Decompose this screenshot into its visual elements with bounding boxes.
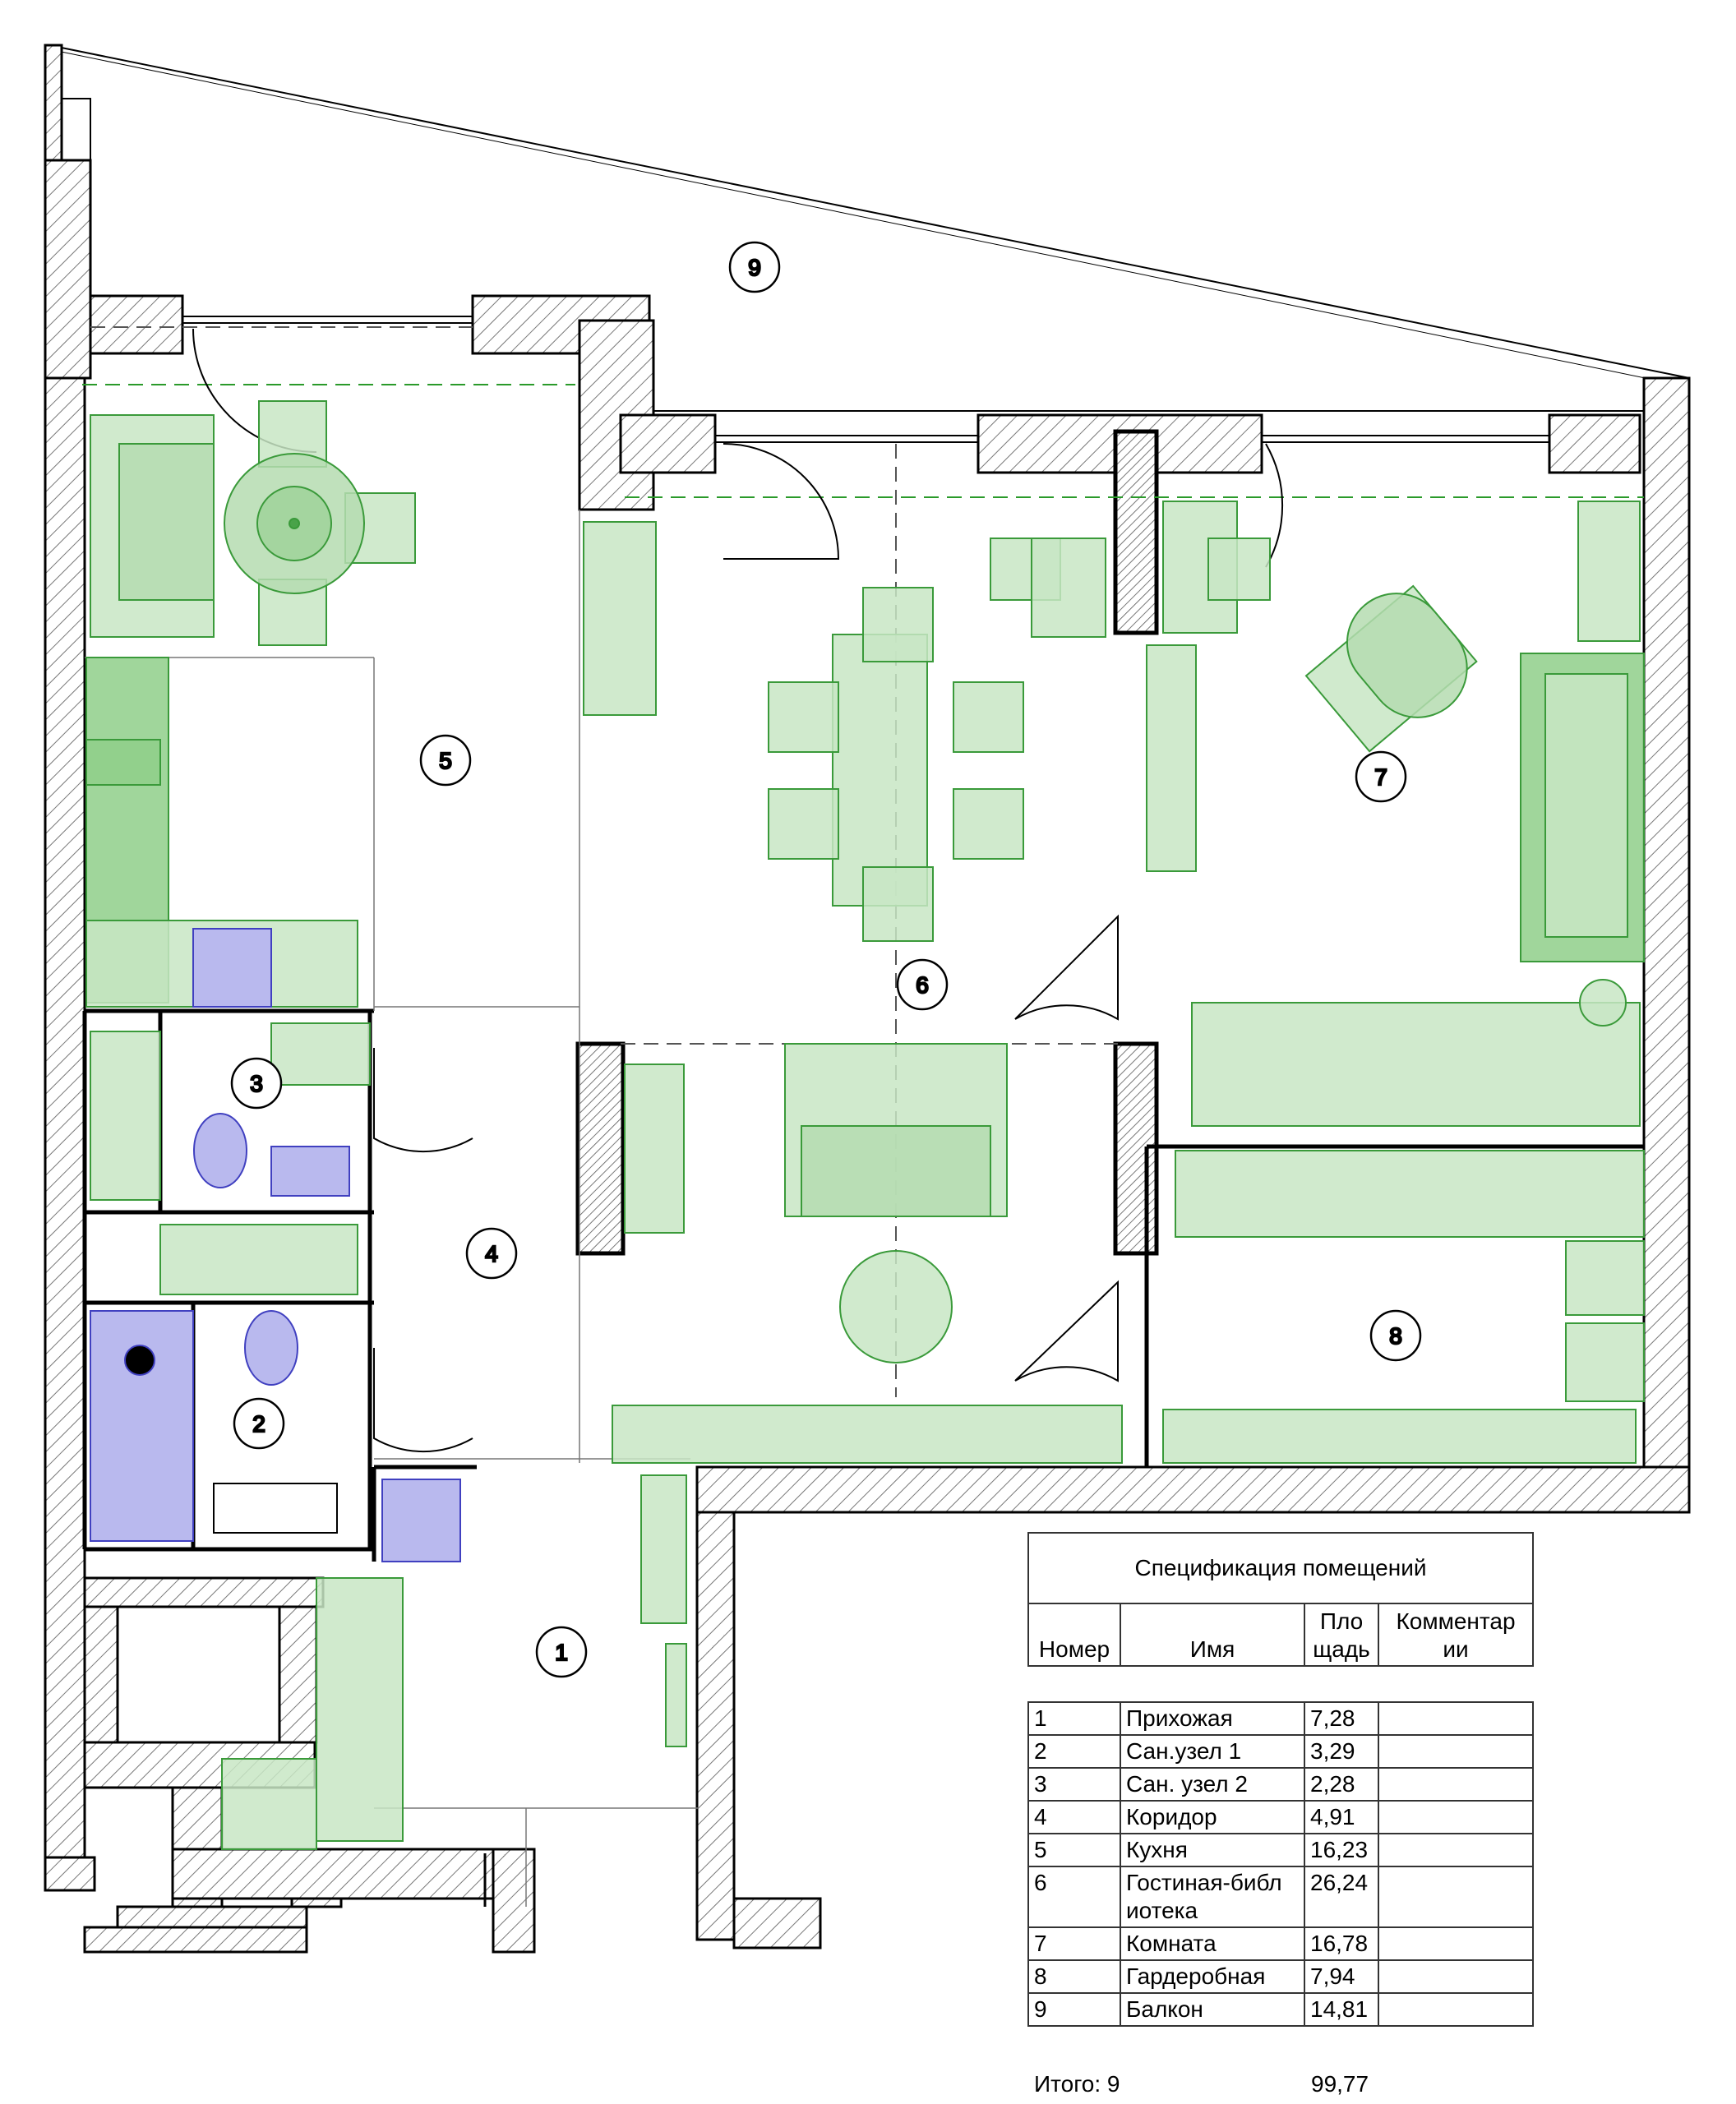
row-area: 7,28: [1304, 1701, 1379, 1736]
zone-lines: [82, 326, 1644, 1397]
row-name: Гардеробная: [1120, 1959, 1305, 1994]
row-name: Кухня: [1120, 1833, 1305, 1867]
room-marker-6: 6: [896, 958, 949, 1011]
total-label: Итого: 9: [1034, 2071, 1120, 2097]
row-area: 3,29: [1304, 1734, 1379, 1769]
room-marker-4: 4: [465, 1227, 518, 1280]
row-comment: [1378, 1926, 1534, 1961]
row-number: 1: [1027, 1701, 1121, 1736]
row-area: 2,28: [1304, 1767, 1379, 1802]
total-area: 99,77: [1311, 2071, 1369, 2097]
room-markers: 1 2 3 4 5 6 7 8 9: [230, 241, 1422, 1678]
row-comment: [1378, 1959, 1534, 1994]
room-number: 5: [439, 748, 452, 773]
row-number: 9: [1027, 1992, 1121, 2027]
row-area: 16,78: [1304, 1926, 1379, 1961]
row-area: 4,91: [1304, 1800, 1379, 1834]
row-number: 7: [1027, 1926, 1121, 1961]
row-name: Балкон: [1120, 1992, 1305, 2027]
room-marker-3: 3: [230, 1057, 283, 1110]
room-number: 6: [916, 972, 929, 998]
header-area: Пло щадь: [1304, 1603, 1379, 1667]
row-name: Сан.узел 1: [1120, 1734, 1305, 1769]
plumbing-fixtures: [90, 928, 461, 1562]
row-area: 16,23: [1304, 1833, 1379, 1867]
room-marker-9: 9: [728, 241, 781, 293]
header-number: Номер: [1027, 1603, 1121, 1667]
room-number: 2: [252, 1411, 265, 1437]
row-number: 8: [1027, 1959, 1121, 1994]
door-swings: [192, 328, 1284, 1453]
spec-table-header: Спецификация помещений Номер Имя Пло щад…: [1027, 1532, 1534, 1667]
row-name: Гостиная-библ иотека: [1120, 1866, 1305, 1928]
room-number: 7: [1374, 764, 1387, 790]
header-name: Имя: [1120, 1603, 1305, 1667]
row-name: Прихожая: [1120, 1701, 1305, 1736]
room-marker-8: 8: [1369, 1309, 1422, 1362]
header-comment: Комментар ии: [1378, 1603, 1534, 1667]
walls: [44, 44, 1691, 1954]
room-number: 3: [250, 1071, 263, 1096]
room-number: 1: [555, 1640, 568, 1665]
room-marker-7: 7: [1355, 750, 1407, 803]
row-comment: [1378, 1833, 1534, 1867]
row-name: Коридор: [1120, 1800, 1305, 1834]
row-number: 3: [1027, 1767, 1121, 1802]
row-name: Комната: [1120, 1926, 1305, 1961]
row-name: Сан. узел 2: [1120, 1767, 1305, 1802]
row-comment: [1378, 1767, 1534, 1802]
room-marker-2: 2: [233, 1397, 285, 1450]
room-marker-1: 1: [535, 1626, 588, 1678]
row-number: 6: [1027, 1866, 1121, 1928]
furniture: [85, 400, 1645, 1850]
row-number: 5: [1027, 1833, 1121, 1867]
spec-title: Спецификация помещений: [1027, 1532, 1534, 1604]
room-number: 4: [485, 1241, 498, 1267]
row-area: 14,81: [1304, 1992, 1379, 2027]
row-area: 26,24: [1304, 1866, 1379, 1928]
row-comment: [1378, 1800, 1534, 1834]
windows: [182, 316, 1549, 443]
row-comment: [1378, 1992, 1534, 2027]
row-comment: [1378, 1701, 1534, 1736]
row-comment: [1378, 1734, 1534, 1769]
room-number: 8: [1389, 1323, 1402, 1349]
row-number: 4: [1027, 1800, 1121, 1834]
row-comment: [1378, 1866, 1534, 1928]
room-marker-5: 5: [419, 734, 472, 787]
balcony-outline: [48, 44, 1690, 412]
row-number: 2: [1027, 1734, 1121, 1769]
row-area: 7,94: [1304, 1959, 1379, 1994]
room-number: 9: [748, 255, 761, 280]
